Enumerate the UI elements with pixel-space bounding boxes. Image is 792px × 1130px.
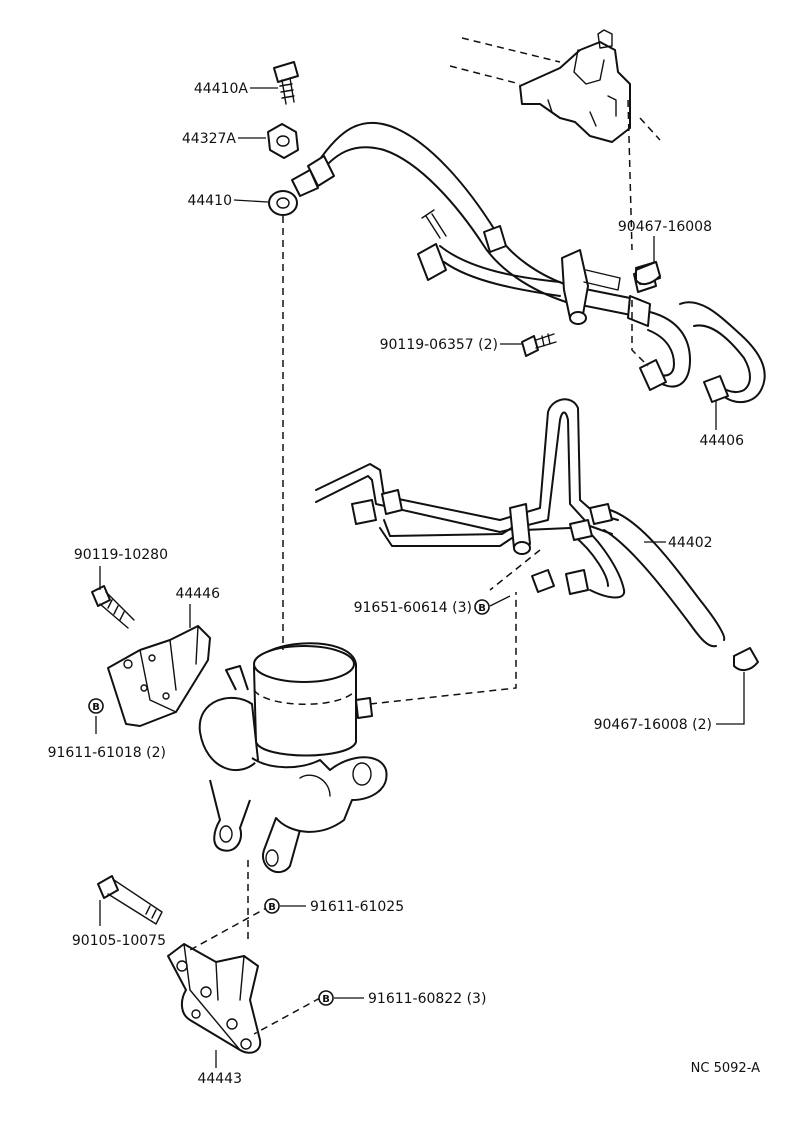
label-bolt-bracket: 90119-10280 [74,547,168,563]
clamp-bottom-icon [733,647,759,672]
svg-text:B: B [478,603,486,614]
bracket-upper [107,625,211,727]
label-bolt-long: 90105-10075 [72,933,166,949]
bolt-small-icon [521,333,557,357]
pump-reservoir [198,642,388,873]
svg-text:B: B [322,994,330,1005]
marker-b-1: B [474,599,490,615]
pressure-tube-assembly [315,398,726,648]
label-44443: 44443 [197,1071,242,1087]
label-bolt-small: 90119-06357 (2) [380,337,498,353]
bracket-lower [167,943,262,1054]
drawing-code: NC 5092-A [691,1061,760,1076]
bolt-long-icon [97,875,163,925]
clamp-top-icon [635,261,661,286]
label-nut-upper: 91611-61018 (2) [48,745,166,761]
label-44327a: 44327A [182,131,237,147]
label-clamp-top: 90467-16008 [618,219,712,235]
label-bolt-lower: 91611-61025 [310,899,404,915]
label-bolt-lower-3: 91611-60822 (3) [368,991,486,1007]
marker-b-4: B [318,990,334,1006]
label-44402: 44402 [668,535,713,551]
svg-text:B: B [268,902,276,913]
guide-lines [189,216,517,1035]
marker-b-3: B [264,898,280,914]
bolt-44410a-icon [273,61,299,105]
bolt-bracket-icon [91,585,135,629]
marker-b-2: B [88,698,104,714]
steering-gear-housing [449,29,661,143]
union-bolt-44410-icon [268,190,298,216]
label-bolt-b1: 91651-60614 (3) [354,600,472,616]
leader-lines [95,87,745,1068]
label-44410a: 44410A [194,81,249,97]
svg-text:B: B [92,702,100,713]
label-44410: 44410 [187,193,232,209]
label-44446: 44446 [175,586,220,602]
gasket-44327a-icon [267,123,299,159]
pressure-line-upper [291,99,691,391]
label-clamp-bottom: 90467-16008 (2) [594,717,712,733]
label-44406: 44406 [699,433,744,449]
